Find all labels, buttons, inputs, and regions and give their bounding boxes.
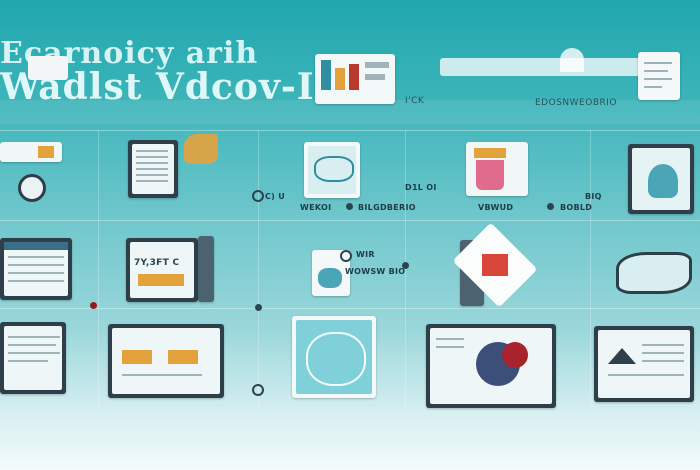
row2-flag-icon — [482, 254, 508, 276]
row2-boat-illustration — [616, 252, 692, 294]
row2-poster-card — [312, 250, 350, 296]
row1-caption-e: BIQ — [585, 192, 602, 201]
row2-tower — [198, 236, 214, 302]
grid-line — [98, 130, 99, 410]
row3-chart-monitor — [594, 326, 694, 402]
row1-caption-d: D1L OI — [405, 183, 437, 192]
ring-icon — [252, 190, 264, 202]
row3-analytics-monitor — [426, 324, 556, 408]
marker-dot — [547, 203, 554, 210]
marker-dot — [255, 304, 262, 311]
grid-line — [0, 220, 700, 221]
header-card-icon — [28, 56, 68, 80]
row2-caption-a: WIR — [356, 250, 375, 259]
marker-dot — [402, 262, 409, 269]
grid-line — [405, 130, 406, 410]
grid-line — [258, 130, 259, 410]
row2-device-text: 7Y,3FT C — [134, 258, 180, 268]
header-band — [0, 100, 700, 124]
row3-document-window — [0, 322, 66, 394]
row1-document-card — [466, 142, 528, 196]
row1-tablet-list — [128, 140, 178, 198]
header-tag-left: I'CK — [405, 96, 425, 106]
marker-dot-red — [90, 302, 97, 309]
row1-kettle-monitor — [628, 144, 694, 214]
grid-line — [0, 130, 700, 131]
row1-caption-g: BOBLD — [560, 203, 593, 212]
row3-map-tablet — [292, 316, 376, 398]
ring-icon — [252, 384, 264, 396]
row3-dashboard-tablet — [108, 324, 224, 398]
disc-icon — [18, 174, 46, 202]
row1-banner-card — [0, 142, 62, 162]
row1-caption-c: BILGDBERIO — [358, 203, 416, 212]
header-dashboard-panel — [315, 54, 395, 104]
header-document-icon — [638, 52, 680, 100]
row2-caption-b: WOWSW BIO — [345, 267, 406, 276]
grid-line — [0, 308, 700, 309]
check-icon — [340, 250, 352, 262]
row1-caption-a: C) U — [265, 192, 286, 201]
row1-caption-f: VBWUD — [478, 203, 514, 212]
cat-figure-icon — [184, 134, 218, 164]
marker-dot — [346, 203, 353, 210]
row1-map-card — [304, 142, 360, 198]
row1-caption-b: WEKOI — [300, 203, 332, 212]
header-dome-shape — [560, 48, 584, 72]
header-tag-right: EDOSNWEOBRIO — [535, 98, 617, 108]
header-skyline-shape — [440, 58, 640, 76]
row2-spreadsheet-window — [0, 238, 72, 300]
grid-line — [590, 130, 591, 410]
row2-monitor: 7Y,3FT C — [126, 238, 198, 302]
